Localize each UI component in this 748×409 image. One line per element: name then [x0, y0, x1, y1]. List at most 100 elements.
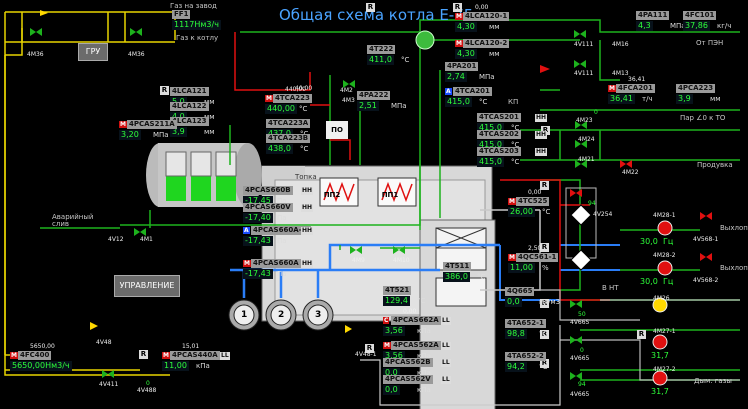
- tag-label-4tcas201[interactable]: 4TCAS201: [477, 113, 521, 122]
- valve-label-4v665c[interactable]: 4V665: [570, 391, 590, 398]
- tag-value-4pcas660v[interactable]: -17,40: [243, 213, 273, 223]
- r-button[interactable]: R: [540, 243, 549, 252]
- valve-label-4m21[interactable]: 4M21: [578, 156, 595, 163]
- tag-value-4ta652_1[interactable]: 98,8: [505, 329, 527, 339]
- tag-label-4t222[interactable]: 4T222: [367, 45, 396, 54]
- tag-label-4tca223[interactable]: 4TCA223: [273, 94, 312, 103]
- valve-label-4m36a[interactable]: 4M36: [27, 51, 44, 58]
- tag-label-4lca120_1[interactable]: 4LCA120-1: [463, 12, 510, 21]
- tag-label-4pcas211a[interactable]: 4PCAS211A: [127, 120, 177, 129]
- valve-label-4v488[interactable]: 4V488: [137, 387, 157, 394]
- tag-value-4t521[interactable]: 129,4: [383, 296, 410, 306]
- tag-value-4t222[interactable]: 411,0: [367, 55, 394, 65]
- tag-label-4pcas660b[interactable]: 4PCAS660B: [243, 186, 293, 195]
- tag-label-4pca223[interactable]: 4PCA223: [676, 84, 716, 93]
- tag-label-4pcas660a_m[interactable]: 4PCAS660A-M: [251, 226, 311, 235]
- tag-value-4fca201[interactable]: 36,41: [608, 94, 635, 104]
- tag-label-4t511[interactable]: 4T511: [443, 262, 472, 271]
- valve-label-4m28_1[interactable]: 4M28-1: [653, 212, 676, 219]
- r-button[interactable]: R: [139, 350, 148, 359]
- r-button[interactable]: R: [541, 126, 550, 135]
- tag-label-4tca201[interactable]: 4TCA201: [453, 87, 492, 96]
- valve-label-4m27_1[interactable]: 4M27-1: [653, 328, 676, 335]
- tag-value-4lca120_2[interactable]: 4,30: [455, 49, 477, 59]
- tag-label-4tca223a[interactable]: 4TCA223A: [266, 119, 311, 128]
- tag-label-4tc525[interactable]: 4TC525: [516, 197, 550, 206]
- valve-label-4m13[interactable]: 4M13: [612, 70, 629, 77]
- valve-label-4m23[interactable]: 4M23: [576, 117, 593, 124]
- r-button[interactable]: R: [366, 3, 375, 12]
- valve-label-4v568_1[interactable]: 4V568-1: [693, 236, 719, 243]
- tag-value-4pcas662a[interactable]: 3,56: [383, 326, 405, 336]
- tag-label-4lca122[interactable]: 4LCA122: [170, 102, 209, 111]
- tag-label-4pcas440a[interactable]: 4PCAS440A: [170, 351, 220, 360]
- r-button[interactable]: R: [540, 359, 549, 368]
- tag-label-4pcas562b[interactable]: 4PCAS562B: [383, 358, 433, 367]
- tag-value-4tca223b[interactable]: 438,0: [266, 144, 293, 154]
- tag-value-4tc525[interactable]: 26,00: [508, 207, 535, 217]
- tag-value-4pcas562b[interactable]: 0,0: [383, 368, 400, 378]
- tag-label-4pcas562v[interactable]: 4PCAS562V: [383, 375, 433, 384]
- tag-value-4fc101[interactable]: 37,86: [683, 21, 710, 31]
- r-button[interactable]: R: [160, 86, 169, 95]
- tag-value-4lca123[interactable]: 3,9: [170, 127, 187, 137]
- valve-label-4m16[interactable]: 4M16: [612, 41, 629, 48]
- r-button[interactable]: R: [540, 181, 549, 190]
- valve-label-4m9[interactable]: 4M9: [352, 257, 365, 264]
- r-button[interactable]: R: [637, 330, 646, 339]
- tag-value-4pcas660a_m[interactable]: -17,43: [243, 236, 273, 246]
- tag-value-4pca223[interactable]: 3,9: [676, 94, 693, 104]
- tag-value-4tcas203[interactable]: 415,0: [477, 157, 504, 167]
- tag-label-4lca123[interactable]: 4LCA123: [170, 117, 209, 126]
- valve-label-4m28_2[interactable]: 4M28-2: [653, 252, 676, 259]
- tag-label-4lca120_2[interactable]: 4LCA120-2: [463, 39, 510, 48]
- tag-value-4tcas202[interactable]: 415,0: [477, 140, 504, 150]
- tag-value-4tca223[interactable]: 440,00: [265, 104, 297, 114]
- tag-value-ff1[interactable]: 1117Нм3/ч: [172, 20, 221, 30]
- tag-label-4tcas202[interactable]: 4TCAS202: [477, 130, 521, 139]
- tag-label-4qc561_1[interactable]: 4QC561-1: [516, 253, 559, 262]
- valve-label-4m27_2[interactable]: 4M27-2: [653, 366, 676, 373]
- tag-value-4q665[interactable]: 0,0: [505, 297, 522, 307]
- valve-label-4v568_2[interactable]: 4V568-2: [693, 277, 719, 284]
- valve-label-4m24[interactable]: 4M24: [578, 136, 595, 143]
- tag-label-ff1[interactable]: FF1: [172, 10, 191, 19]
- po-button[interactable]: ПО: [326, 121, 348, 139]
- valve-label-4m1[interactable]: 4M1: [140, 236, 153, 243]
- r-button[interactable]: R: [453, 3, 462, 12]
- valve-label-4m26[interactable]: 4M26: [653, 295, 670, 302]
- tag-value-4tca201[interactable]: 415,0: [445, 97, 472, 107]
- tag-label-4ta652_1[interactable]: 4TA652-1: [505, 319, 546, 328]
- tag-label-4pcas660a[interactable]: 4PCAS660A: [251, 259, 301, 268]
- tag-value-4pcas660a[interactable]: -17,43: [243, 269, 273, 279]
- tag-value-4pcas562a[interactable]: 3,56: [383, 351, 405, 361]
- tag-value-4tcas201[interactable]: 415,0: [477, 123, 504, 133]
- gru-button[interactable]: ГРУ: [78, 43, 108, 61]
- tag-label-4fc400[interactable]: 4FC400: [18, 351, 52, 360]
- tag-value-4pa111[interactable]: 4,3: [636, 21, 653, 31]
- tag-label-4pcas662a[interactable]: 4PCAS662A: [391, 316, 441, 325]
- valve-label-4v48b[interactable]: 4V48-1: [355, 351, 377, 358]
- tag-value-4lca120_1[interactable]: 4,30: [455, 22, 477, 32]
- tag-label-4q665[interactable]: 4Q665: [505, 287, 535, 296]
- tag-label-4tcas203[interactable]: 4TCAS203: [477, 147, 521, 156]
- tag-label-4t521[interactable]: 4T521: [383, 286, 412, 295]
- tag-label-4fca201[interactable]: 4FCA201: [616, 84, 655, 93]
- valve-label-4v111[interactable]: 4V111: [574, 41, 594, 48]
- r-button[interactable]: R: [540, 330, 549, 339]
- valve-label-4v665b[interactable]: 4V665: [570, 355, 590, 362]
- tag-label-4tca223b[interactable]: 4TCA223B: [266, 134, 311, 143]
- valve-label-4m22[interactable]: 4M22: [622, 169, 639, 176]
- tag-value-4ta652_2[interactable]: 94,2: [505, 362, 527, 372]
- tag-label-4pa111[interactable]: 4PA111: [636, 11, 670, 20]
- tag-value-4pcas562v[interactable]: 0,0: [383, 385, 400, 395]
- tag-label-4ta652_2[interactable]: 4TA652-2: [505, 352, 546, 361]
- valve-label-4v111b[interactable]: 4V111: [574, 70, 594, 77]
- tag-label-4lca121[interactable]: 4LCA121: [170, 87, 209, 96]
- tag-value-4pcas211a[interactable]: 3,20: [119, 130, 141, 140]
- r-button[interactable]: R: [540, 299, 549, 308]
- valve-label-4v254[interactable]: 4V254: [593, 211, 613, 218]
- tag-value-4pcas660b[interactable]: -17,45: [243, 196, 273, 206]
- tag-label-4fc101[interactable]: 4FC101: [683, 11, 717, 20]
- tag-value-4fc400[interactable]: 5650,00Нм3/ч: [10, 361, 72, 371]
